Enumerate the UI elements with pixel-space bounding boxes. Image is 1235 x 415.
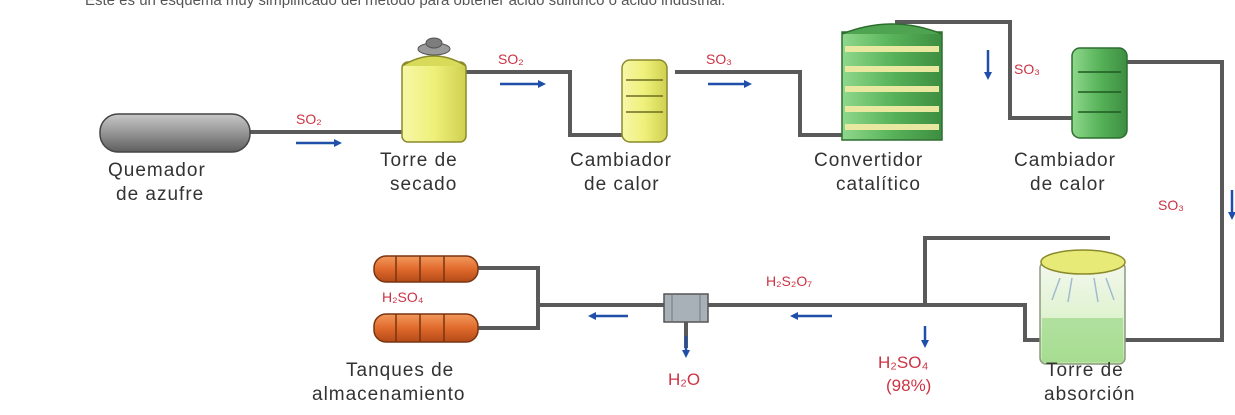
flow-label-acid-concentration: (98%) — [886, 376, 931, 395]
label-exchanger2-1: Cambiador — [1014, 150, 1116, 171]
label-absorption-1: Torre de — [1046, 360, 1124, 381]
flow-arrow-icon — [296, 139, 342, 147]
flow-arrow-icon — [500, 80, 546, 88]
label-storage-1: Tanques de — [346, 360, 454, 381]
down-arrow-icon — [921, 326, 929, 348]
storage-tanks: H₂SO₄ — [373, 255, 479, 343]
absorption-tower — [1039, 249, 1126, 365]
flow-label-so2-burner: SO₂ — [296, 111, 322, 127]
label-converter-2: catalítico — [836, 174, 921, 195]
flow-label-so3-exchanger: SO₃ — [706, 51, 732, 67]
pipes — [245, 20, 1224, 348]
label-drying-1: Torre de — [380, 150, 458, 171]
flow-arrow-icon — [588, 312, 628, 320]
label-exchanger2-2: de calor — [1030, 174, 1106, 195]
label-drying-2: secado — [390, 174, 457, 195]
down-arrow-icon — [682, 336, 690, 358]
label-storage-2: almacenamiento — [312, 384, 465, 405]
flow-label-acid-input: H₂SO₄ — [878, 353, 928, 372]
label-burner-2: de azufre — [116, 184, 204, 205]
label-burner-1: Quemador — [108, 160, 206, 181]
sulfur-burner — [99, 113, 251, 153]
heat-exchanger-2 — [1071, 47, 1128, 139]
dilution-mixer — [663, 293, 709, 323]
diagram-caption: Este es un esquema muy simplificado del … — [85, 0, 725, 9]
drying-tower — [401, 37, 467, 143]
flow-arrow-icon — [708, 80, 752, 88]
storage-product-label: H₂SO₄ — [382, 289, 424, 305]
heat-exchanger-1 — [621, 59, 668, 143]
flow-label-so3-converter: SO₃ — [1014, 61, 1040, 77]
label-converter-1: Convertidor — [814, 150, 923, 171]
flow-arrow-icon — [790, 312, 832, 320]
flow-label-water: H₂O — [668, 370, 700, 389]
flow-label-so3-absorption: SO₃ — [1158, 197, 1184, 213]
label-exchanger1-2: de calor — [584, 174, 660, 195]
down-arrow-icon — [1228, 190, 1235, 220]
down-arrow-icon — [984, 50, 992, 80]
flow-label-so2-drying: SO₂ — [498, 51, 524, 67]
label-exchanger1-1: Cambiador — [570, 150, 672, 171]
flow-arrows — [296, 50, 1235, 358]
catalytic-converter — [841, 23, 943, 141]
label-absorption-2: absorción — [1044, 384, 1135, 405]
flow-label-oleum: H₂S₂O₇ — [766, 273, 812, 289]
